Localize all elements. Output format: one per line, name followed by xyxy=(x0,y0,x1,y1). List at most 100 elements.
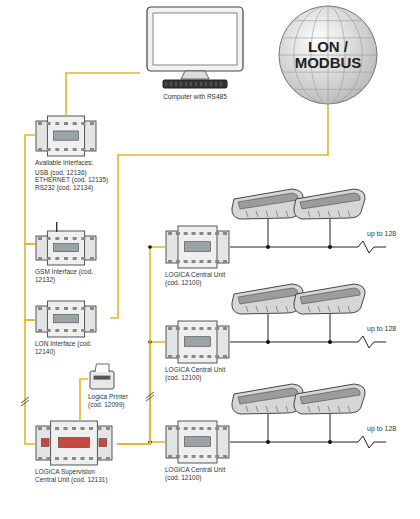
luminaire-top xyxy=(300,193,360,209)
terminal xyxy=(215,427,219,430)
terminal xyxy=(176,327,180,330)
display xyxy=(185,242,211,252)
luminaire-rib xyxy=(286,211,288,217)
luminaire-rib xyxy=(256,211,258,217)
terminal xyxy=(215,260,219,263)
terminal xyxy=(168,327,172,330)
luminaire-rib xyxy=(338,406,340,412)
terminal xyxy=(55,257,59,260)
terminal xyxy=(215,232,219,235)
junction-dot xyxy=(266,440,270,444)
terminal xyxy=(199,327,203,330)
luminaire-rib xyxy=(318,211,320,217)
break-mark xyxy=(146,392,154,398)
keyboard xyxy=(163,80,227,88)
luminaire-drop xyxy=(268,314,269,342)
luminaire-rib xyxy=(246,306,248,312)
terminal xyxy=(98,427,102,430)
key-line xyxy=(166,82,167,86)
luminaire-rib xyxy=(308,306,310,312)
computer: Computer with RS485 xyxy=(140,5,250,101)
luminaire-top xyxy=(238,288,298,304)
terminal xyxy=(55,457,59,460)
luminaire-top xyxy=(300,388,360,404)
terminal xyxy=(38,237,42,240)
terminal xyxy=(55,122,59,125)
terminal xyxy=(64,457,68,460)
luminaire-rib xyxy=(266,211,268,217)
luminaire-rib xyxy=(286,406,288,412)
terminal xyxy=(38,257,42,260)
device-front xyxy=(178,421,217,463)
device-label: USB (cod. 12136) ETHERNET (cod. 12135) R… xyxy=(35,169,110,192)
terminal xyxy=(207,355,211,358)
terminal xyxy=(192,260,196,263)
terminal xyxy=(47,257,51,260)
device-label: LOGICA Supervision Central Unit (cod. 12… xyxy=(35,468,117,483)
device: LOGICA Central Unit (cod. 12100) xyxy=(165,320,240,381)
luminaire-rib xyxy=(348,306,350,312)
device-front xyxy=(178,226,217,268)
bus-connector xyxy=(25,135,35,244)
terminal xyxy=(90,148,94,151)
luminaire-rib xyxy=(266,406,268,412)
luminaire-rib xyxy=(246,406,248,412)
monitor-icon xyxy=(145,5,245,91)
terminal xyxy=(81,237,85,240)
junction-dot xyxy=(266,340,270,344)
luminaire-rib xyxy=(308,406,310,412)
luminaire-body xyxy=(294,284,365,314)
terminal xyxy=(72,427,76,430)
printer-body xyxy=(90,371,114,389)
luminaire-rib xyxy=(328,211,330,217)
din-icon xyxy=(165,225,230,269)
display xyxy=(54,314,79,322)
break-mark xyxy=(146,395,154,401)
terminal xyxy=(223,427,227,430)
luminaire-drop xyxy=(330,219,331,247)
terminal xyxy=(73,237,77,240)
key-line xyxy=(176,82,177,86)
terminal xyxy=(215,327,219,330)
terminal xyxy=(38,457,42,460)
luminaire xyxy=(294,284,365,314)
globe xyxy=(279,6,377,104)
luminaire-rib xyxy=(328,306,330,312)
break-mark xyxy=(21,400,29,406)
terminal xyxy=(168,355,172,358)
device: LON Interface (cod. 12140) xyxy=(35,300,110,355)
luminaire-top xyxy=(238,193,298,209)
connector-red xyxy=(41,438,49,446)
junction-dot xyxy=(148,245,152,249)
device-front xyxy=(51,421,98,465)
terminal xyxy=(64,307,68,310)
terminal xyxy=(90,122,94,125)
terminal xyxy=(81,122,85,125)
terminal xyxy=(47,148,51,151)
key-line xyxy=(221,82,222,86)
din-icon xyxy=(165,320,230,364)
junction-dot xyxy=(328,340,332,344)
terminal xyxy=(81,329,85,332)
display xyxy=(185,437,211,447)
luminaire-line xyxy=(230,436,386,448)
terminal xyxy=(47,457,51,460)
terminal xyxy=(64,148,68,151)
terminal xyxy=(38,329,42,332)
monitor-screen xyxy=(153,13,237,65)
terminal xyxy=(199,455,203,458)
count-label: up to 128 xyxy=(366,325,397,332)
luminaire-rib xyxy=(348,211,350,217)
terminal xyxy=(81,307,85,310)
din-icon xyxy=(35,300,97,338)
terminal xyxy=(223,260,227,263)
device-label: Logica Printer (cod. 12099) xyxy=(88,393,136,408)
terminal xyxy=(47,122,51,125)
luminaire-rib xyxy=(348,406,350,412)
terminal xyxy=(176,427,180,430)
junction-dot xyxy=(266,245,270,249)
terminal xyxy=(55,307,59,310)
junction-dot xyxy=(328,440,332,444)
bus-connector xyxy=(25,244,35,320)
bus-connector xyxy=(117,247,165,444)
